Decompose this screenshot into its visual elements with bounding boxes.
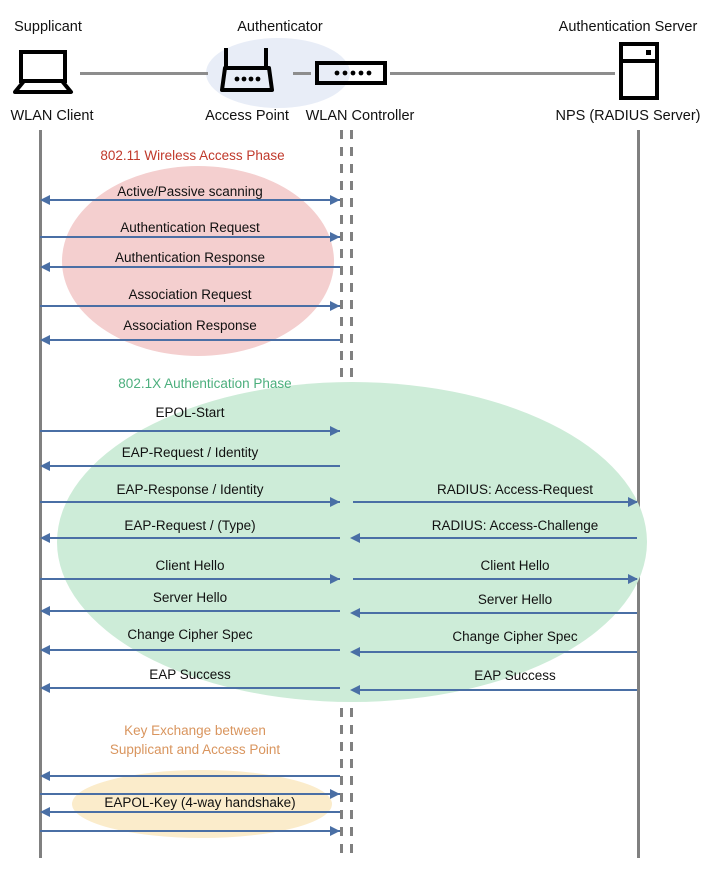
message-line: [42, 610, 340, 612]
arrow-right-icon: [628, 574, 638, 584]
arrow-left-icon: [350, 608, 360, 618]
arrow-left-icon: [40, 807, 50, 817]
message-line: [42, 687, 340, 689]
message-line: [42, 199, 340, 201]
message-line-right: [355, 612, 637, 614]
eapol-key-center-label: EAPOL-Key (4-way handshake): [104, 795, 296, 810]
message-label: EAP-Response / Identity: [116, 482, 264, 497]
message-label: EPOL-Start: [155, 405, 225, 420]
message-line: [40, 305, 340, 307]
node-label-wlan-client: WLAN Client: [10, 108, 94, 124]
phase-blob-wireless: [62, 166, 334, 356]
message-label: Association Response: [123, 318, 257, 333]
arrow-right-icon: [330, 232, 340, 242]
message-line-right: [353, 578, 637, 580]
arrow-left-icon: [40, 195, 50, 205]
message-line-right: [355, 537, 637, 539]
message-line: [42, 811, 340, 813]
message-label: Client Hello: [155, 558, 225, 573]
server-icon: [618, 42, 660, 100]
message-line-right: [355, 651, 637, 653]
arrow-right-icon: [330, 497, 340, 507]
message-line: [40, 236, 340, 238]
arrow-left-icon: [350, 533, 360, 543]
message-label: Change Cipher Spec: [127, 627, 253, 642]
message-line: [40, 430, 340, 432]
message-label-right: RADIUS: Access-Challenge: [431, 518, 599, 533]
arrow-left-icon: [350, 685, 360, 695]
arrow-left-icon: [40, 683, 50, 693]
message-label: EAP-Request / Identity: [121, 445, 259, 460]
arrow-right-icon: [330, 789, 340, 799]
message-label-right: Server Hello: [477, 592, 553, 607]
message-label: Active/Passive scanning: [117, 184, 263, 199]
arrow-right-icon: [330, 195, 340, 205]
arrow-left-icon: [40, 533, 50, 543]
message-label: Authentication Request: [120, 220, 260, 235]
message-line: [40, 578, 340, 580]
message-label: Server Hello: [152, 590, 228, 605]
phase-title-key-exchange-line1: Key Exchange between: [124, 723, 266, 738]
message-line: [42, 649, 340, 651]
role-title-authenticator: Authenticator: [237, 19, 323, 35]
phase-blob-key-exchange: [72, 770, 332, 838]
message-line: [42, 537, 340, 539]
message-label-right: Change Cipher Spec: [452, 629, 578, 644]
arrow-left-icon: [40, 771, 50, 781]
authenticator-region-blob: [206, 38, 350, 108]
message-line-right: [353, 501, 637, 503]
phase-title-key-exchange-line2: Supplicant and Access Point: [109, 742, 281, 757]
message-line: [42, 266, 340, 268]
message-line: [40, 793, 340, 795]
message-line: [42, 339, 340, 341]
laptop-icon: [11, 48, 75, 96]
arrow-left-icon: [40, 606, 50, 616]
message-label: Authentication Response: [114, 250, 266, 265]
arrow-left-icon: [40, 335, 50, 345]
arrow-right-icon: [628, 497, 638, 507]
message-line: [42, 775, 340, 777]
message-label-right: Client Hello: [480, 558, 550, 573]
arrow-left-icon: [40, 645, 50, 655]
message-line: [40, 501, 340, 503]
arrow-right-icon: [330, 826, 340, 836]
link-ap-to-controller: [293, 72, 311, 75]
arrow-right-icon: [330, 301, 340, 311]
link-controller-to-server: [390, 72, 615, 75]
role-title-supplicant: Supplicant: [14, 19, 82, 35]
node-label-access-point: Access Point: [205, 108, 289, 124]
message-line: [40, 830, 340, 832]
message-label: EAP-Request / (Type): [124, 518, 256, 533]
arrow-right-icon: [330, 426, 340, 436]
arrow-left-icon: [40, 461, 50, 471]
phase-title-wireless-access: 802.11 Wireless Access Phase: [100, 148, 285, 163]
wlan-controller-icon: [315, 60, 387, 86]
message-label: Association Request: [128, 287, 252, 302]
link-client-to-ap: [80, 72, 208, 75]
lifeline-authentication-server: [637, 130, 640, 858]
message-label-right: RADIUS: Access-Request: [436, 482, 594, 497]
message-label-right: EAP Success: [474, 668, 556, 683]
node-label-nps-radius-server: NPS (RADIUS Server): [555, 108, 701, 124]
message-label: EAP Success: [149, 667, 231, 682]
lifeline-supplicant: [39, 130, 42, 858]
phase-title-dot1x: 802.1X Authentication Phase: [118, 376, 292, 391]
access-point-icon: [214, 46, 280, 98]
message-line-right: [355, 689, 637, 691]
node-label-wlan-controller: WLAN Controller: [305, 108, 415, 124]
role-title-authentication-server: Authentication Server: [558, 19, 698, 35]
arrow-right-icon: [330, 574, 340, 584]
arrow-left-icon: [350, 647, 360, 657]
message-line: [42, 465, 340, 467]
arrow-left-icon: [40, 262, 50, 272]
